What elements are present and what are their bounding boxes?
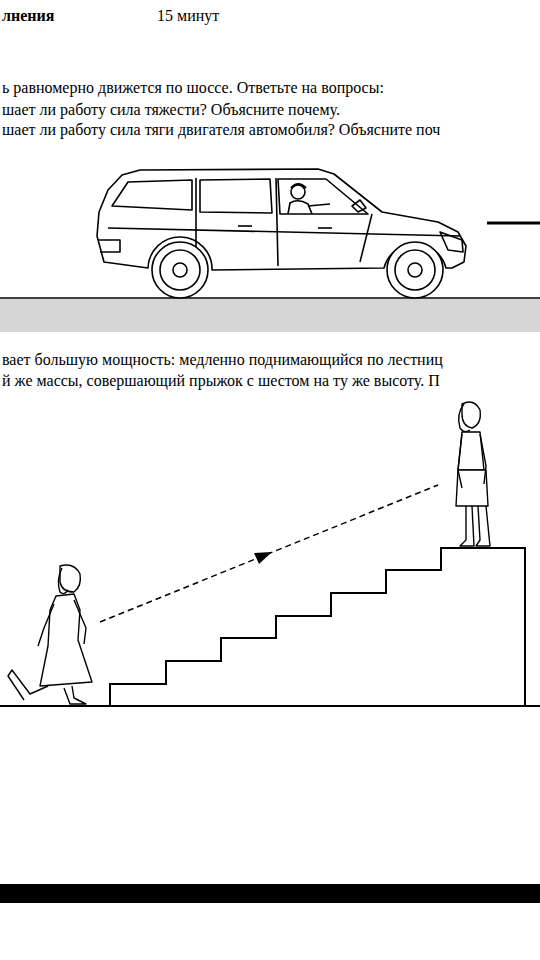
time-limit: 15 минут <box>157 7 219 25</box>
path-arrow <box>100 485 438 622</box>
header-text: лнения <box>2 7 54 25</box>
task-text: ь равномерно движется по шоссе. Ответьте… <box>2 79 384 97</box>
ground-line <box>0 705 540 707</box>
road-band <box>0 299 540 332</box>
car <box>97 169 466 298</box>
task-text: й же массы, совершающий прыжок с шестом … <box>2 372 440 390</box>
question-text: шает ли работу сила тяги двигателя автом… <box>2 121 440 139</box>
dash-mark <box>487 222 540 225</box>
road-line <box>0 297 540 299</box>
arrow-head <box>254 552 272 564</box>
task-text: вает большую мощность: медленно поднимаю… <box>2 351 443 369</box>
woman-walking <box>8 565 92 704</box>
woman-standing <box>456 402 490 546</box>
staircase <box>110 548 525 706</box>
bottom-bar <box>0 884 540 903</box>
question-text: шает ли работу сила тяжести? Объясните п… <box>2 101 340 119</box>
